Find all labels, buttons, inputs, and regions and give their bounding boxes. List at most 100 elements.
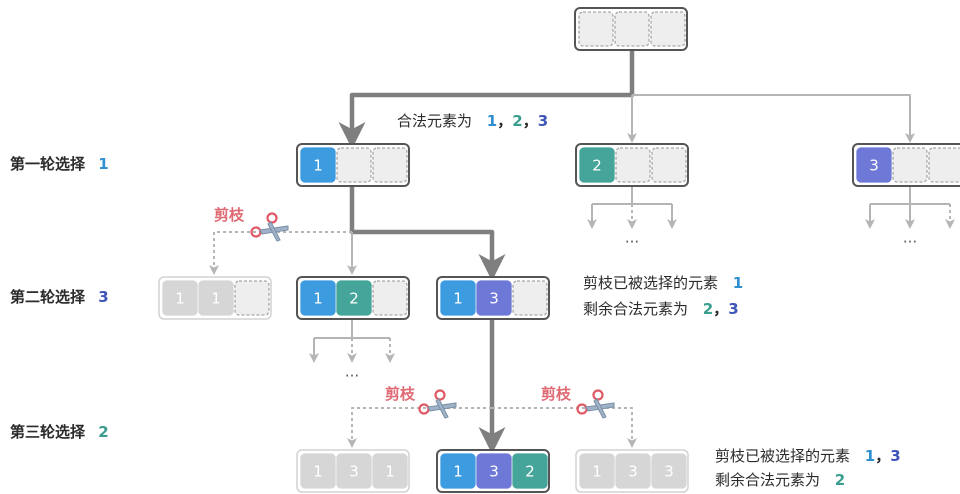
note-legal-mid: 剩余合法元素为 2，3 [583, 296, 739, 322]
scissors-icon [418, 389, 457, 419]
prune-label-2: 剪枝 [385, 385, 416, 403]
node-root [574, 7, 688, 51]
note-pruned-mid-v1: 1 [732, 274, 744, 292]
scissors-icon [576, 389, 615, 419]
ellipsis-12: ··· [345, 367, 359, 385]
empty-cell [928, 147, 960, 183]
value-cell [336, 453, 372, 489]
value-cell [372, 453, 408, 489]
note-legal-bottom-v1: 2 [834, 471, 846, 489]
row-label-third-text: 第三轮选择 [10, 423, 86, 441]
value-cell [476, 453, 512, 489]
row-label-first: 第一轮选择 1 [10, 153, 109, 174]
node-133-pruned: 1 3 3 [575, 449, 689, 493]
cell-value: 1 [175, 290, 185, 308]
prune-label-3: 剪枝 [541, 385, 572, 403]
note-legal-mid-v1: 2 [702, 300, 714, 318]
note-legal-top: 合法元素为 1，2，3 [397, 108, 548, 134]
edge-13-to-131-pruned [347, 407, 492, 448]
note-legal-bottom-text: 剩余合法元素为 [715, 471, 821, 489]
edge-1-to-11-pruned [209, 231, 352, 275]
value-cell [300, 453, 336, 489]
cell-value: 1 [453, 290, 463, 308]
cell-value: 3 [489, 463, 499, 481]
edge-13-to-133-pruned [492, 407, 637, 448]
value-cell [512, 453, 548, 489]
row-label-first-text: 第一轮选择 [10, 155, 86, 173]
value-cell [579, 453, 615, 489]
value-cell [198, 280, 234, 316]
value-cell [162, 280, 198, 316]
value-cell [651, 453, 687, 489]
empty-cell [614, 11, 650, 47]
cell-value: 1 [211, 290, 221, 308]
note-legal-bottom: 剩余合法元素为 2 [715, 467, 845, 493]
row-label-second: 第二轮选择 3 [10, 286, 109, 307]
empty-cell [578, 11, 614, 47]
prune-label-1: 剪枝 [214, 206, 245, 224]
empty-cell [372, 280, 408, 316]
empty-cell [372, 147, 408, 183]
cell-value: 1 [385, 463, 395, 481]
row-label-first-value: 1 [98, 155, 109, 173]
value-cell [440, 280, 476, 316]
empty-cell [651, 147, 687, 183]
cell-value: 1 [453, 463, 463, 481]
ellipsis-3: ··· [903, 233, 917, 251]
cell-value: 2 [525, 463, 535, 481]
row-label-second-text: 第二轮选择 [10, 288, 86, 306]
cell-value: 1 [592, 463, 602, 481]
empty-cell [336, 147, 372, 183]
node-3: 3 [852, 143, 960, 187]
value-cell [579, 147, 615, 183]
note-legal-top-sep1: ， [497, 112, 513, 130]
note-legal-mid-sep1: ， [713, 300, 729, 318]
empty-cell [650, 11, 686, 47]
note-legal-mid-text: 剩余合法元素为 [583, 300, 689, 318]
node-132: 1 3 2 [436, 449, 550, 493]
node-2: 2 [575, 143, 689, 187]
value-cell [856, 147, 892, 183]
note-legal-top-v2: 2 [512, 112, 523, 130]
value-cell [440, 453, 476, 489]
row-label-second-value: 3 [98, 288, 109, 306]
note-legal-mid-v2: 3 [728, 300, 739, 318]
note-pruned-mid: 剪枝已被选择的元素 1 [583, 270, 743, 296]
note-pruned-bottom-sep1: ， [875, 447, 891, 465]
value-cell [615, 453, 651, 489]
cell-value: 1 [313, 463, 323, 481]
value-cell [476, 280, 512, 316]
ellipsis-2: ··· [625, 233, 639, 251]
empty-cell [892, 147, 928, 183]
note-pruned-bottom: 剪枝已被选择的元素 1，3 [715, 443, 901, 469]
edge-1-to-13 [349, 186, 506, 281]
note-legal-top-v3: 3 [537, 112, 549, 130]
note-legal-top-text: 合法元素为 [397, 112, 473, 130]
row-label-third: 第三轮选择 2 [10, 421, 109, 442]
value-cell [336, 280, 372, 316]
cell-value: 3 [628, 463, 638, 481]
value-cell [300, 280, 336, 316]
cell-value: 3 [664, 463, 674, 481]
edge-root-to-3 [632, 94, 915, 143]
cell-value: 1 [313, 290, 323, 308]
node-1: 1 [296, 143, 410, 187]
empty-cell [615, 147, 651, 183]
cell-value: 3 [489, 290, 499, 308]
value-cell [300, 147, 336, 183]
note-pruned-bottom-v1: 1 [864, 447, 876, 465]
note-pruned-mid-text: 剪枝已被选择的元素 [583, 274, 719, 292]
note-legal-top-sep2: ， [522, 112, 538, 130]
cell-value: 2 [592, 157, 602, 175]
scissors-icon [250, 212, 289, 242]
edge-root-to-1 [338, 46, 635, 149]
empty-cell [512, 280, 548, 316]
row-label-third-value: 2 [98, 423, 109, 441]
cell-value: 1 [313, 157, 323, 175]
cell-value: 3 [349, 463, 359, 481]
note-pruned-bottom-text: 剪枝已被选择的元素 [715, 447, 851, 465]
